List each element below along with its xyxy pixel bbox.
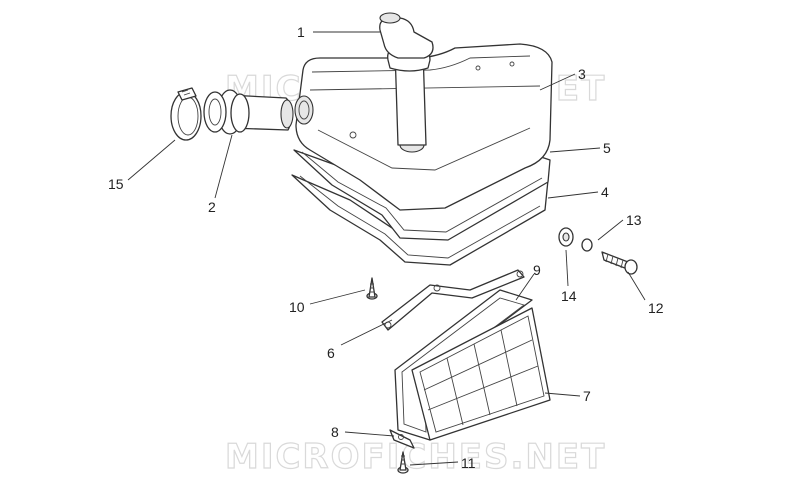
inlet-opening: [294, 95, 314, 125]
callout-11: 11: [461, 455, 476, 471]
callout-5: 5: [603, 140, 611, 156]
callout-8: 8: [331, 424, 339, 440]
watermark-bottom: MICROFICHES.NET: [225, 437, 606, 477]
callout-6: 6: [327, 345, 335, 361]
filter-element: [411, 307, 551, 441]
hose-clamp: [170, 87, 202, 141]
callout-1: 1: [297, 24, 305, 40]
airbox-housing: [291, 43, 553, 266]
callout-7: 7: [583, 388, 591, 404]
callout-15: 15: [108, 176, 124, 192]
leader-lines: [127, 31, 646, 466]
screw-10: [366, 277, 378, 300]
callout-12: 12: [648, 300, 664, 316]
intake-rubber: [203, 89, 294, 135]
callout-numbers: 1 2 3 4 5 6 7 8 9 10 11 12 13 14 15: [108, 24, 664, 471]
callout-3: 3: [578, 66, 586, 82]
callout-9: 9: [533, 262, 541, 278]
breather-elbow: [379, 12, 434, 146]
callout-13: 13: [626, 212, 642, 228]
callout-4: 4: [601, 184, 609, 200]
callout-14: 14: [561, 288, 577, 304]
screw-11: [397, 451, 409, 474]
mounting-hardware: [558, 227, 638, 275]
callout-10: 10: [289, 299, 305, 315]
callout-2: 2: [208, 199, 216, 215]
